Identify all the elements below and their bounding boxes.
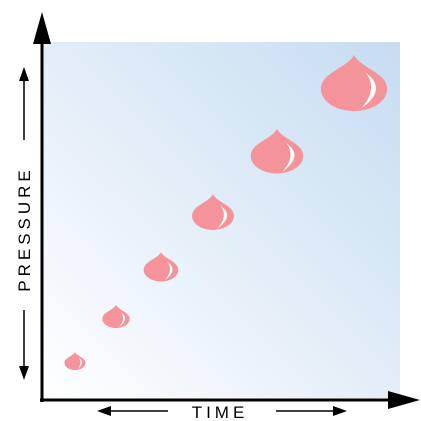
droplet-2 bbox=[102, 304, 130, 329]
droplet-6 bbox=[320, 54, 388, 112]
axes bbox=[33, 12, 420, 409]
droplet-1 bbox=[64, 352, 86, 370]
x-label-right-arrowhead bbox=[333, 406, 347, 416]
x-axis-label-group: TIME bbox=[97, 403, 347, 421]
droplet-highlight bbox=[282, 142, 295, 172]
droplet-highlight bbox=[360, 72, 377, 109]
y-axis-label: PRESSURE bbox=[15, 166, 34, 292]
x-label-left-arrowhead bbox=[97, 406, 111, 416]
droplet-highlight bbox=[164, 261, 173, 281]
y-axis-arrowhead bbox=[33, 12, 51, 44]
y-label-top-arrowhead bbox=[19, 67, 29, 81]
x-axis-arrowhead bbox=[388, 391, 420, 409]
x-axis-label: TIME bbox=[192, 403, 249, 421]
droplet-highlight bbox=[77, 357, 82, 370]
droplet-highlight bbox=[118, 312, 126, 328]
y-axis-label-group: PRESSURE bbox=[15, 67, 34, 380]
droplet-highlight bbox=[217, 205, 227, 229]
y-label-bottom-arrowhead bbox=[19, 366, 29, 380]
droplet-4 bbox=[192, 194, 234, 230]
droplet-3 bbox=[143, 252, 179, 282]
droplet-5 bbox=[250, 128, 304, 174]
drops-layer bbox=[64, 54, 388, 370]
